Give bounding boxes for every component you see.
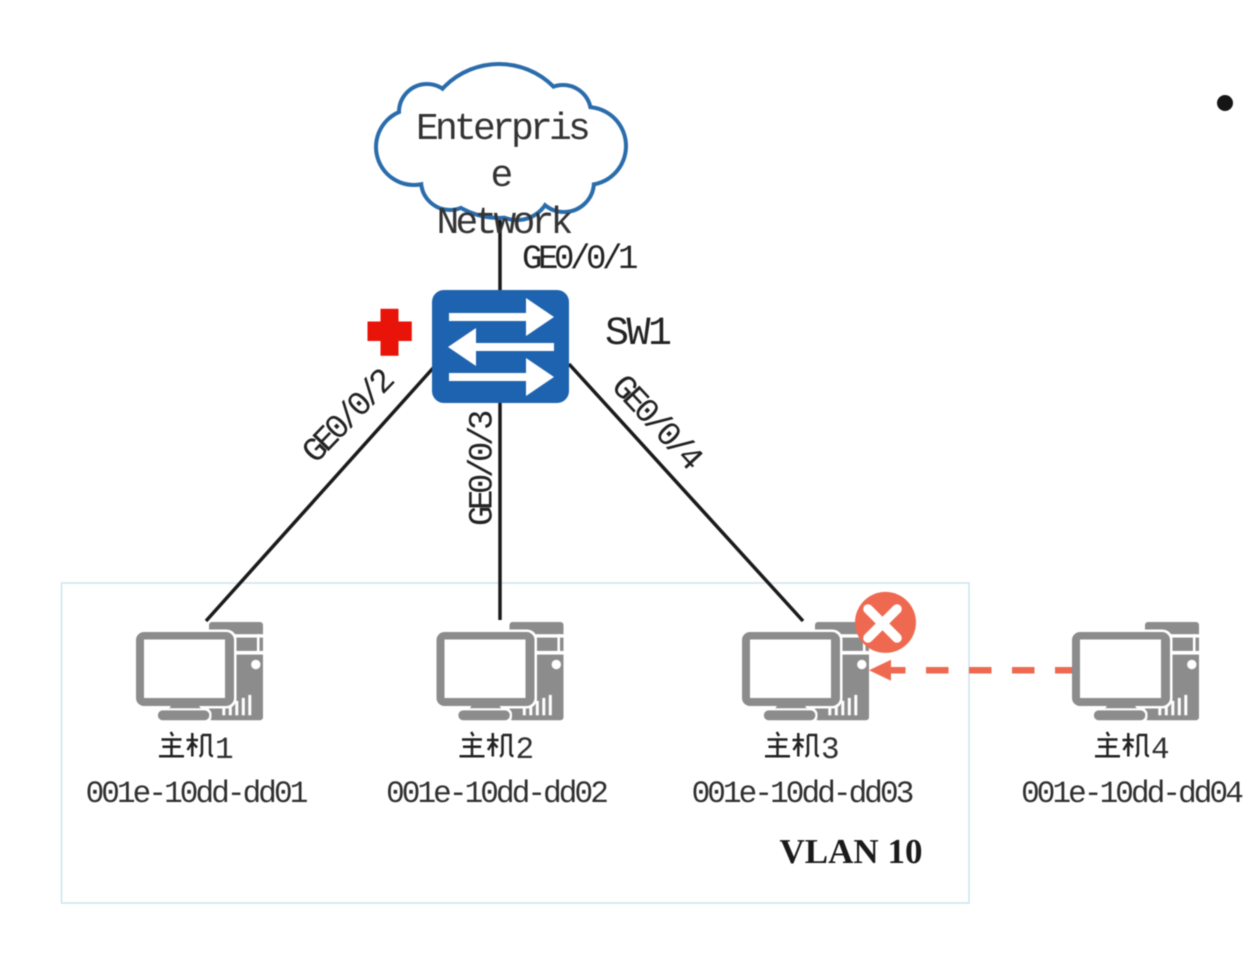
svg-text:001e-10dd-dd01: 001e-10dd-dd01 — [86, 777, 308, 812]
svg-text:GE0/0/3: GE0/0/3 — [464, 411, 502, 526]
svg-text:2: 2 — [516, 733, 533, 768]
svg-text:Network: Network — [436, 202, 571, 245]
svg-text:e: e — [490, 155, 511, 198]
svg-text:001e-10dd-dd02: 001e-10dd-dd02 — [386, 777, 607, 812]
svg-text:VLAN 10: VLAN 10 — [780, 832, 923, 871]
svg-text:GE0/0/1: GE0/0/1 — [522, 241, 637, 279]
svg-text:SW1: SW1 — [605, 312, 671, 357]
svg-text:3: 3 — [821, 733, 838, 768]
svg-text:GE0/0/4: GE0/0/4 — [602, 369, 708, 479]
svg-text:4: 4 — [1151, 733, 1169, 768]
svg-text:001e-10dd-dd04: 001e-10dd-dd04 — [1021, 777, 1243, 812]
svg-text:Enterpris: Enterpris — [416, 108, 588, 151]
svg-text:1: 1 — [215, 733, 233, 768]
svg-text:001e-10dd-dd03: 001e-10dd-dd03 — [692, 777, 913, 812]
